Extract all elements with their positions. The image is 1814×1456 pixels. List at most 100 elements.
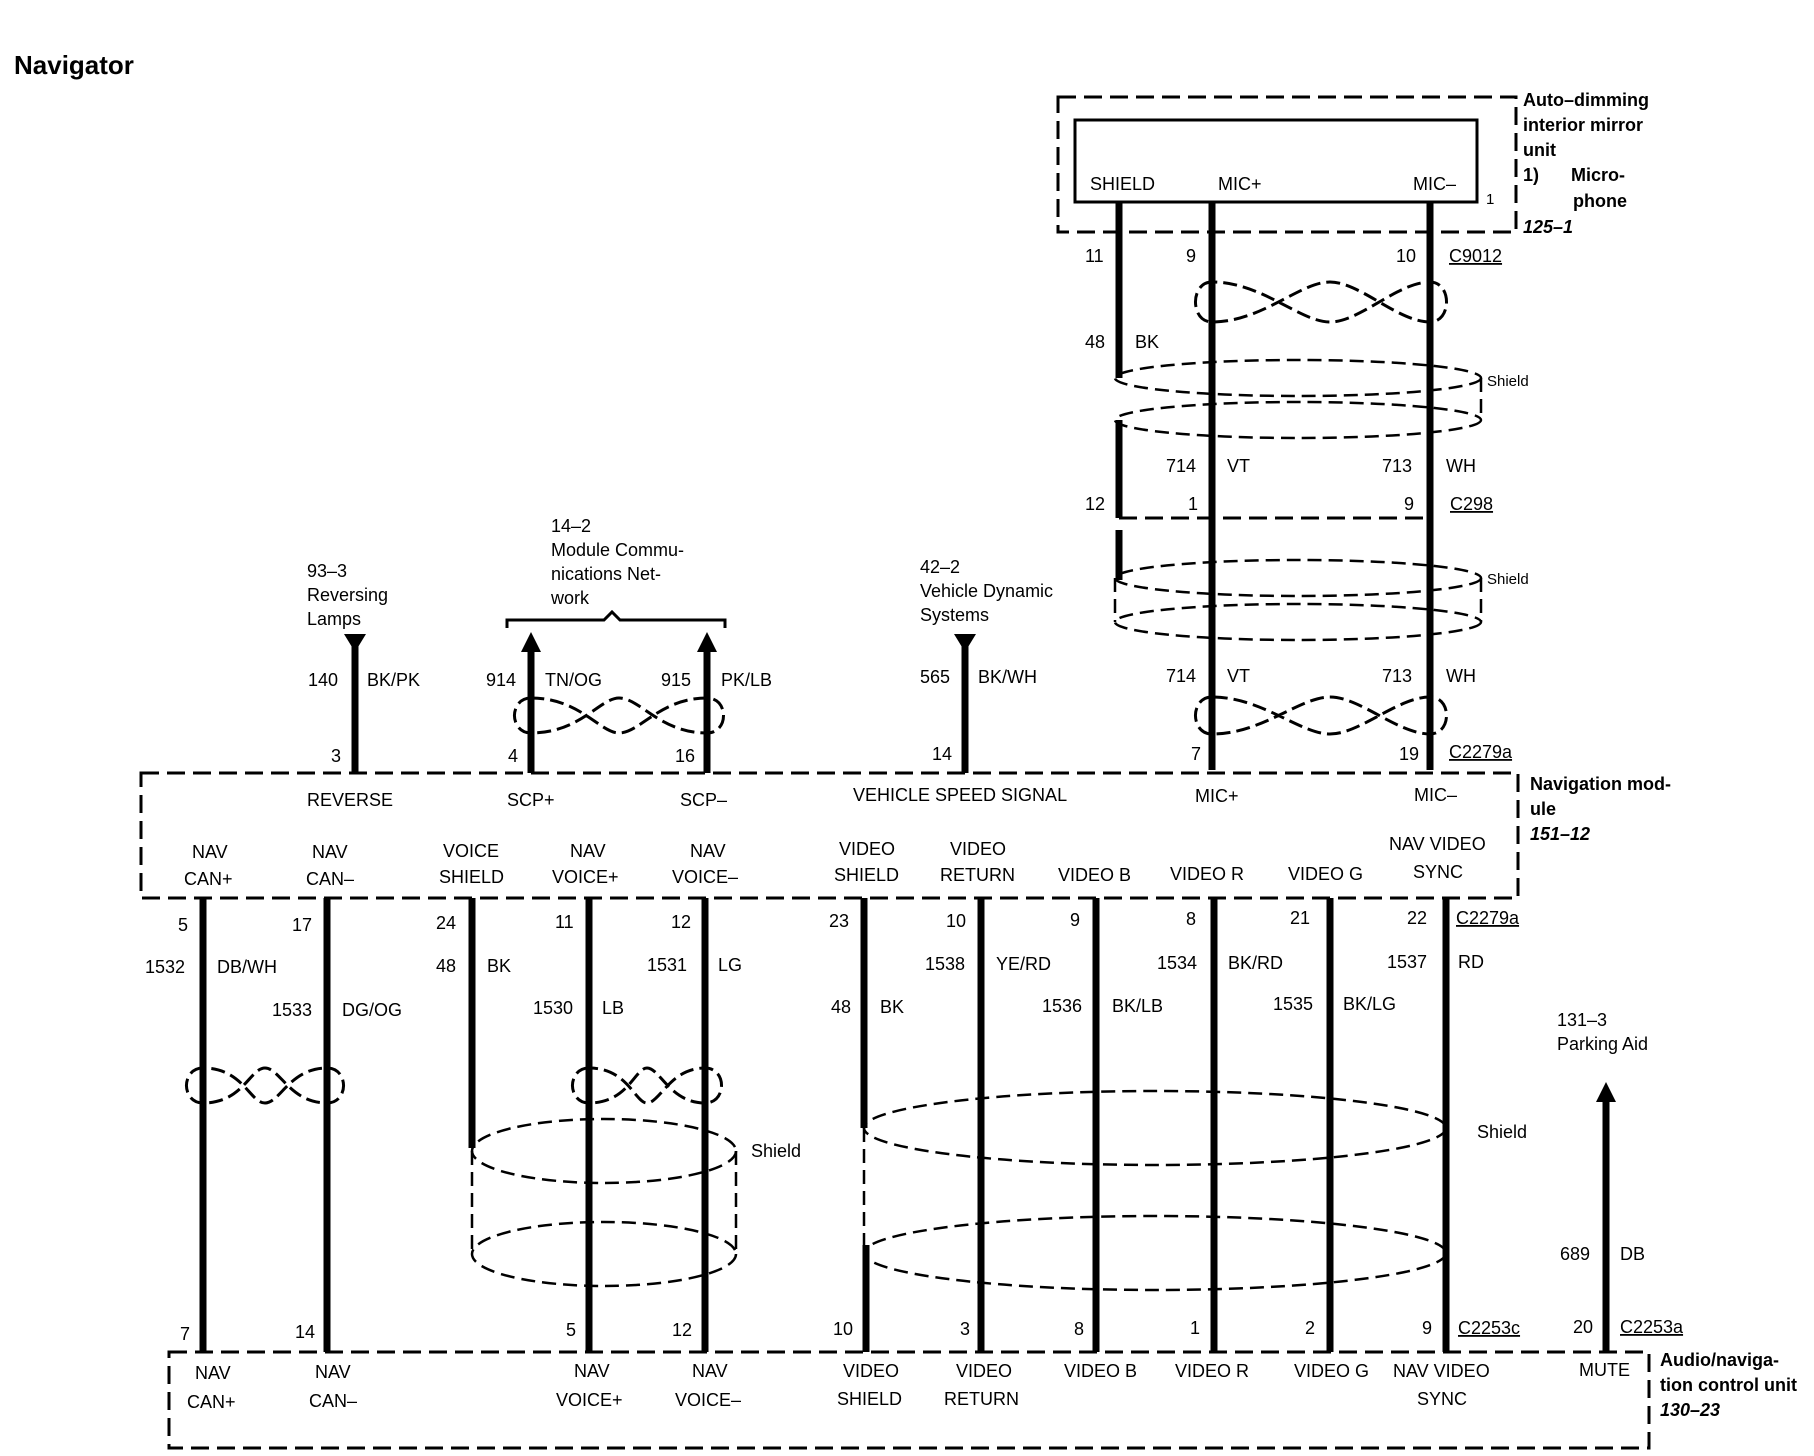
network-ref-2: Module Commu-: [551, 540, 684, 560]
audio-pin-video-g: VIDEO G: [1294, 1361, 1369, 1381]
video-sync-color: RD: [1458, 952, 1484, 972]
microphone-label-1: Micro-: [1571, 165, 1625, 185]
vss-color: BK/WH: [978, 667, 1037, 687]
mirror-label-1: Auto–dimming: [1523, 90, 1649, 110]
voice-plus-pin-top: 11: [555, 912, 574, 932]
audio-unit-box: [167, 1350, 1651, 1450]
mirror-micp-circuit: 714: [1166, 456, 1196, 476]
dynamic-ref-2: Vehicle Dynamic: [920, 581, 1053, 601]
mirror-ref: 125–1: [1523, 217, 1573, 237]
audio-pin-can-minus-1: NAV: [315, 1362, 351, 1382]
reversing-ref-1: 93–3: [307, 561, 347, 581]
audio-unit-ref: 130–23: [1660, 1400, 1720, 1420]
can-plus-pin-top: 5: [178, 915, 188, 935]
network-ref-1: 14–2: [551, 516, 591, 536]
scp-plus-color: TN/OG: [545, 670, 602, 690]
can-plus-color: DB/WH: [217, 957, 277, 977]
parking-ref-1: 131–3: [1557, 1010, 1607, 1030]
audio-unit-label-2: tion control unit: [1660, 1375, 1797, 1395]
video-b-pin-top: 9: [1070, 910, 1080, 930]
audio-pin-video-return-2: RETURN: [944, 1389, 1019, 1409]
voice-twisted-pair: [571, 1066, 723, 1105]
voice-shield-color: BK: [487, 956, 511, 976]
nav-pin-mic-plus: MIC+: [1195, 786, 1239, 806]
mirror-micm-color: WH: [1446, 456, 1476, 476]
nav-pin-vss: VEHICLE SPEED SIGNAL: [853, 785, 1067, 805]
video-return-pin-top: 10: [946, 911, 966, 931]
mirror-num: 1): [1523, 165, 1539, 185]
audio-pin-voice-plus-1: NAV: [574, 1361, 610, 1381]
scp-minus-pin: 16: [675, 746, 695, 766]
nav-pin-can-minus-1: NAV: [312, 842, 348, 862]
shield-label-video: Shield: [1477, 1122, 1527, 1142]
parking-pin: 20: [1573, 1317, 1593, 1337]
voice-plus-circuit: 1530: [533, 998, 573, 1018]
voice-minus-pin-top: 12: [671, 912, 691, 932]
nav-pin-video-b: VIDEO B: [1058, 865, 1131, 885]
mirror-micm-pin-bot: 19: [1399, 744, 1419, 764]
mirror-shield-1: [1113, 358, 1483, 440]
video-b-circuit: 1536: [1042, 996, 1082, 1016]
reverse-pin: 3: [331, 746, 341, 766]
mirror-micm-circuit: 713: [1382, 456, 1412, 476]
nav-pin-mic-minus: MIC–: [1414, 785, 1457, 805]
mirror-shield-pin-top: 11: [1085, 246, 1104, 266]
mirror-twist-1: [1194, 280, 1448, 324]
can-minus-circuit: 1533: [272, 1000, 312, 1020]
nav-pin-can-plus-2: CAN+: [184, 869, 233, 889]
audio-pin-voice-minus-2: VOICE–: [675, 1390, 741, 1410]
video-shield-circuit: 48: [831, 997, 851, 1017]
video-r-pin-top: 8: [1186, 909, 1196, 929]
nav-module-label-1: Navigation mod-: [1530, 774, 1671, 794]
mirror-shield-circuit: 48: [1085, 332, 1105, 352]
mirror-micp-pin-bot: 7: [1191, 744, 1201, 764]
video-g-pin-top: 21: [1290, 908, 1310, 928]
mirror-unit: SHIELD MIC+ MIC– 1 Auto–dimming interior…: [1056, 90, 1649, 237]
connector-c298: C298: [1450, 494, 1493, 514]
video-b-pin-bot: 8: [1074, 1319, 1084, 1339]
reversing-ref-2: Reversing: [307, 585, 388, 605]
shield-label-voice: Shield: [751, 1141, 801, 1161]
parking-ref-2: Parking Aid: [1557, 1034, 1648, 1054]
mirror-label-3: unit: [1523, 140, 1556, 160]
video-shield: [862, 1089, 1448, 1292]
mirror-micm-color-2: WH: [1446, 666, 1476, 686]
mirror-micm-circuit-2: 713: [1382, 666, 1412, 686]
audio-pin-video-shield-2: SHIELD: [837, 1389, 902, 1409]
network-bracket: [505, 609, 727, 628]
nav-pin-voice-minus-1: NAV: [690, 841, 726, 861]
voice-plus-pin-bot: 5: [566, 1320, 576, 1340]
reverse-color: BK/PK: [367, 670, 420, 690]
video-return-pin-bot: 3: [960, 1319, 970, 1339]
parking-color: DB: [1620, 1244, 1645, 1264]
mirror-twist-2: [1194, 695, 1448, 736]
mirror-shield-color: BK: [1135, 332, 1159, 352]
diagram-title: Navigator: [14, 50, 134, 80]
video-g-pin-bot: 2: [1305, 1318, 1315, 1338]
scp-minus-color: PK/LB: [721, 670, 772, 690]
video-return-color: YE/RD: [996, 954, 1051, 974]
voice-shield-circuit: 48: [436, 956, 456, 976]
mirror-shield-2: [1113, 558, 1483, 642]
audio-pin-video-sync-2: SYNC: [1417, 1389, 1467, 1409]
nav-pin-video-sync-2: SYNC: [1413, 862, 1463, 882]
can-plus-circuit: 1532: [145, 957, 185, 977]
mirror-label-2: interior mirror: [1523, 115, 1643, 135]
audio-pin-video-return-1: VIDEO: [956, 1361, 1012, 1381]
video-sync-pin-top: 22: [1407, 908, 1427, 928]
voice-plus-color: LB: [602, 998, 624, 1018]
connector-c2253a: C2253a: [1620, 1317, 1684, 1337]
parking-circuit: 689: [1560, 1244, 1590, 1264]
mirror-micm-pin-top: 10: [1396, 246, 1416, 266]
can-twisted-pair: [185, 1066, 345, 1105]
nav-pin-video-shield-2: SHIELD: [834, 865, 899, 885]
nav-pin-voice-minus-2: VOICE–: [672, 867, 738, 887]
nav-pin-reverse: REVERSE: [307, 790, 393, 810]
audio-pin-can-plus-1: NAV: [195, 1363, 231, 1383]
scp-plus-pin: 4: [508, 746, 518, 766]
nav-pin-scp-plus: SCP+: [507, 790, 555, 810]
voice-minus-circuit: 1531: [647, 955, 687, 975]
voice-minus-pin-bot: 12: [672, 1320, 692, 1340]
connector-c9012: C9012: [1449, 246, 1502, 266]
